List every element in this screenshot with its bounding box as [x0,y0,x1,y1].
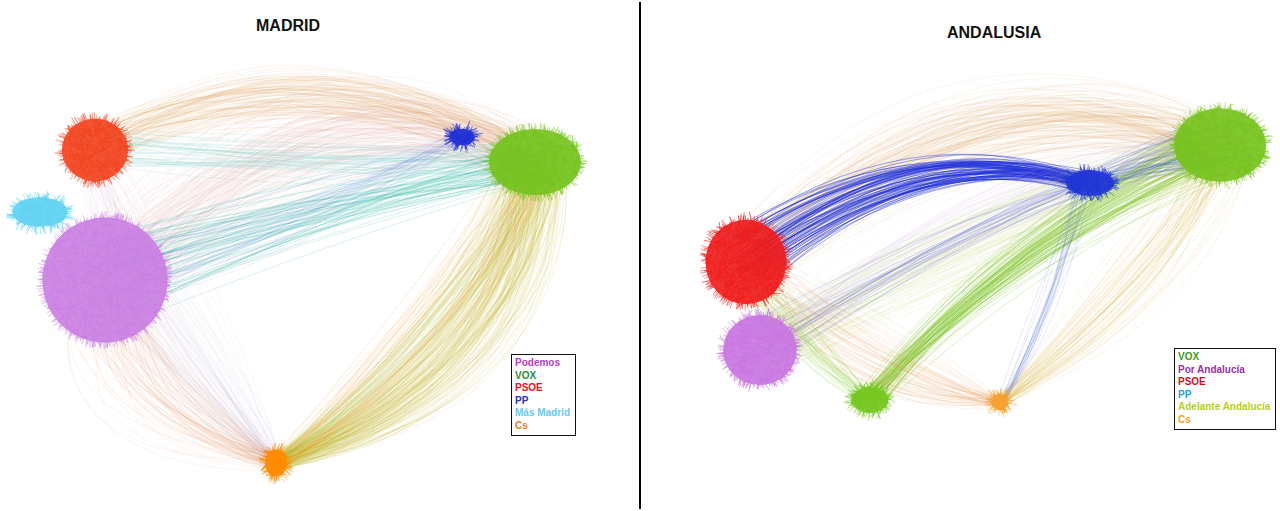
cluster-hair [56,140,64,142]
retweet-edges [64,66,1250,472]
cluster-hair [78,117,81,122]
cluster-hair [69,171,72,174]
cluster-hair [65,131,68,133]
